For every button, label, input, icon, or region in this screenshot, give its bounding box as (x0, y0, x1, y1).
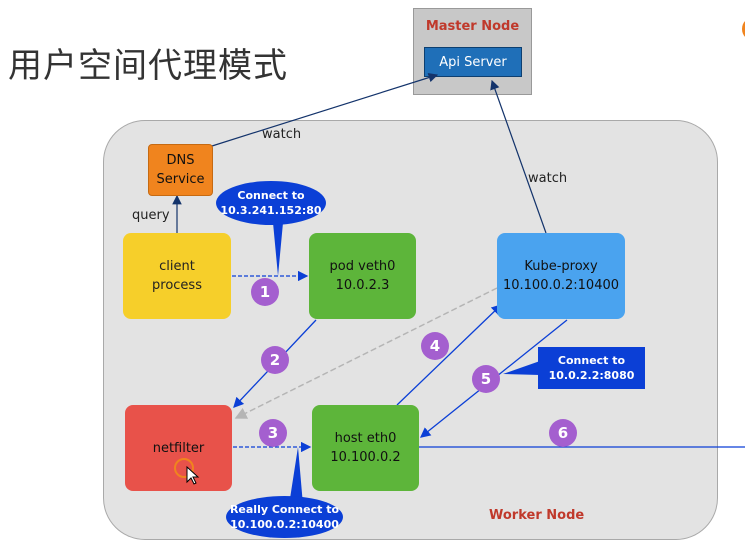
connect-to-service-callout: Connect to 10.3.241.152:80 (216, 181, 326, 225)
callout-line-1: Really Connect to (229, 503, 340, 516)
connect-to-backend-callout: Connect to 10.0.2.2:8080 (538, 347, 645, 389)
netfilter: netfilter (125, 405, 232, 491)
step-badge-5: 5 (472, 365, 500, 393)
callout-line-1: Connect to (557, 354, 626, 367)
kube-watch-arrow (490, 79, 547, 234)
query-label: query (132, 208, 170, 223)
watch-label-kube: watch (528, 171, 568, 186)
step-badge-4: 4 (421, 332, 449, 360)
step4-arrow (396, 304, 502, 406)
host-eth0: host eth0 10.100.0.2 (312, 405, 419, 491)
really-connect-callout: Really Connect to 10.100.0.2:10400 (226, 496, 343, 538)
step-badge-1: 1 (251, 278, 279, 306)
watch-label-dns: watch (262, 127, 302, 142)
client-process: client process (123, 233, 231, 319)
cursor-icon (186, 465, 200, 485)
kube-proxy: Kube-proxy 10.100.0.2:10400 (497, 233, 625, 319)
pod-veth0: pod veth0 10.0.2.3 (309, 233, 416, 319)
callout-line-2: 10.3.241.152:80 (220, 204, 322, 217)
master-node-label: Master Node (425, 19, 520, 34)
click-highlight (174, 458, 194, 478)
step-badge-3: 3 (259, 419, 287, 447)
bubble1-pointer (272, 212, 284, 276)
worker-node-label: Worker Node (489, 508, 585, 523)
step-badge-2: 2 (261, 346, 289, 374)
api-server: Api Server (424, 47, 522, 77)
dns-watch-arrow (211, 72, 439, 147)
bubble2-pointer (503, 361, 540, 375)
callout-line-2: 10.0.2.2:8080 (548, 369, 635, 382)
page-title: 用户空间代理模式 (8, 46, 288, 86)
callout-line-2: 10.100.0.2:10400 (230, 518, 339, 531)
dns-service: DNS Service (148, 144, 213, 196)
step-badge-6: 6 (549, 419, 577, 447)
rule-update-arrow (234, 287, 498, 419)
callout-line-1: Connect to (237, 189, 305, 202)
bubble3-pointer (289, 447, 303, 505)
